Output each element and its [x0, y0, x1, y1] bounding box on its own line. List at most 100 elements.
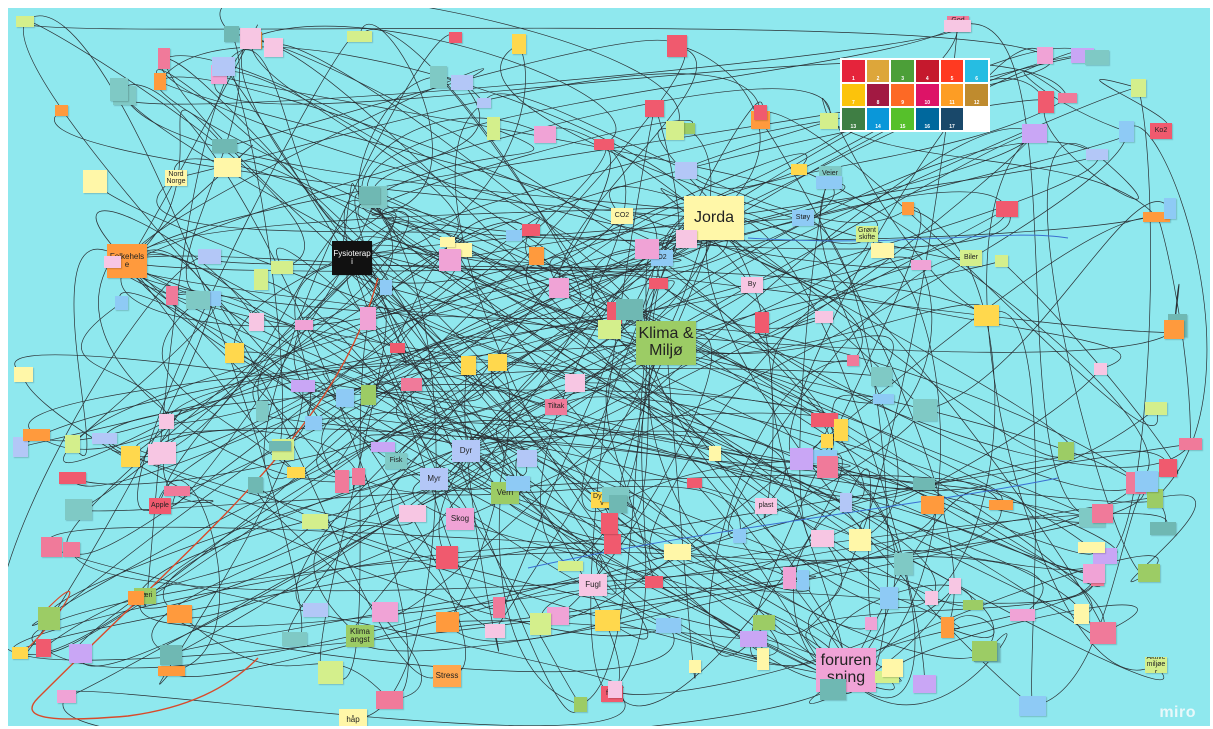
sticky-note[interactable] — [487, 117, 500, 140]
sticky-note[interactable] — [1058, 93, 1077, 103]
sticky-note[interactable] — [430, 66, 447, 88]
sticky-note[interactable] — [506, 476, 530, 491]
sticky-note[interactable] — [13, 437, 28, 457]
sticky-note[interactable] — [871, 243, 894, 258]
sticky-note[interactable] — [558, 561, 583, 571]
sticky-note[interactable] — [14, 367, 33, 382]
sticky-note[interactable] — [595, 610, 620, 631]
sticky-note[interactable] — [451, 75, 473, 90]
sticky-note[interactable] — [902, 202, 914, 215]
sticky-note[interactable] — [65, 499, 92, 520]
sticky-note[interactable] — [55, 105, 68, 116]
sticky-note[interactable] — [517, 450, 537, 467]
sticky-note[interactable] — [840, 493, 852, 512]
sticky-note[interactable] — [212, 57, 235, 76]
sticky-note-fysioterapi[interactable]: Fysioterapi — [332, 241, 372, 275]
sticky-note-by[interactable]: By — [741, 277, 763, 293]
sticky-note[interactable] — [1038, 91, 1054, 113]
sticky-note[interactable] — [811, 413, 838, 427]
sticky-note[interactable] — [1145, 402, 1167, 415]
sticky-note[interactable] — [821, 434, 833, 448]
sticky-note[interactable] — [1135, 471, 1158, 492]
sticky-note[interactable] — [676, 230, 697, 248]
sticky-note[interactable] — [371, 442, 395, 452]
sticky-note[interactable] — [224, 26, 239, 42]
sticky-note[interactable] — [949, 578, 961, 594]
sticky-note[interactable] — [1131, 79, 1146, 97]
sticky-note[interactable] — [1150, 522, 1176, 535]
sticky-note[interactable] — [336, 389, 354, 407]
sticky-note[interactable] — [529, 247, 544, 265]
sticky-note[interactable] — [963, 600, 983, 610]
sticky-note[interactable] — [488, 354, 507, 371]
sticky-note[interactable] — [160, 645, 182, 665]
sticky-note[interactable] — [436, 612, 459, 632]
sticky-note[interactable] — [128, 591, 144, 605]
sticky-note[interactable] — [390, 343, 405, 353]
sticky-note[interactable] — [264, 38, 283, 57]
sticky-note[interactable] — [359, 187, 380, 204]
sticky-note[interactable] — [65, 435, 80, 453]
sticky-note[interactable] — [335, 470, 349, 493]
sticky-note[interactable] — [921, 496, 944, 514]
sticky-note[interactable] — [757, 648, 769, 670]
sticky-note[interactable] — [689, 660, 701, 673]
sticky-note[interactable] — [791, 164, 807, 175]
sticky-note[interactable] — [154, 73, 166, 90]
sticky-note[interactable] — [913, 675, 936, 693]
sticky-note[interactable] — [1147, 489, 1163, 508]
sticky-note[interactable] — [186, 291, 210, 309]
sticky-note[interactable] — [158, 666, 185, 676]
sticky-note[interactable] — [820, 679, 846, 700]
sticky-note-fugl[interactable]: Fugl — [579, 574, 607, 596]
sticky-note[interactable] — [604, 534, 621, 554]
sticky-note[interactable] — [352, 468, 365, 485]
sticky-note[interactable] — [547, 607, 569, 625]
sticky-note-plast[interactable]: plast — [755, 498, 777, 514]
sticky-note[interactable] — [733, 529, 746, 543]
sticky-note[interactable] — [225, 343, 244, 363]
sticky-note[interactable] — [380, 280, 392, 295]
sticky-note[interactable] — [1179, 438, 1202, 450]
sticky-note[interactable] — [1143, 212, 1170, 222]
sticky-note[interactable] — [282, 632, 307, 646]
sticky-note[interactable] — [1058, 442, 1074, 460]
sticky-note[interactable] — [1159, 459, 1177, 477]
sticky-note[interactable] — [36, 639, 51, 657]
sticky-note[interactable] — [83, 170, 107, 193]
sticky-note[interactable] — [645, 576, 663, 588]
sticky-note[interactable] — [534, 126, 556, 143]
sticky-note[interactable] — [59, 472, 86, 484]
sticky-note[interactable] — [295, 320, 313, 330]
sticky-note[interactable] — [110, 78, 128, 101]
sticky-note[interactable] — [740, 631, 767, 647]
sticky-note[interactable] — [687, 478, 702, 488]
sticky-note[interactable] — [291, 380, 315, 392]
sticky-note[interactable] — [944, 20, 971, 32]
sticky-note[interactable] — [1138, 564, 1160, 582]
sticky-note[interactable] — [871, 367, 892, 386]
sticky-note[interactable] — [104, 256, 121, 268]
sticky-note[interactable] — [12, 647, 28, 659]
sticky-note[interactable] — [865, 617, 877, 630]
sticky-note[interactable] — [1119, 121, 1134, 142]
sticky-note[interactable] — [790, 448, 813, 470]
sticky-note[interactable] — [1092, 504, 1113, 523]
sticky-note[interactable] — [303, 603, 328, 617]
sticky-note[interactable] — [530, 613, 551, 635]
sticky-note[interactable] — [302, 514, 328, 529]
sticky-note[interactable] — [941, 617, 954, 638]
sticky-note[interactable] — [834, 419, 848, 441]
sticky-note-klima-angst[interactable]: Klima angst — [346, 625, 374, 647]
sticky-note[interactable] — [461, 356, 476, 375]
sticky-note[interactable] — [287, 467, 305, 478]
sticky-note[interactable] — [121, 446, 140, 467]
sticky-note[interactable] — [361, 385, 376, 405]
sticky-note[interactable] — [882, 659, 903, 677]
sticky-note[interactable] — [16, 16, 34, 27]
sticky-note-aktive-miljoer[interactable]: Aktive miljøer — [1145, 657, 1167, 673]
sticky-note[interactable] — [996, 201, 1018, 217]
sticky-note[interactable] — [873, 394, 894, 404]
sticky-note[interactable] — [440, 237, 455, 247]
sticky-note[interactable] — [439, 249, 461, 271]
